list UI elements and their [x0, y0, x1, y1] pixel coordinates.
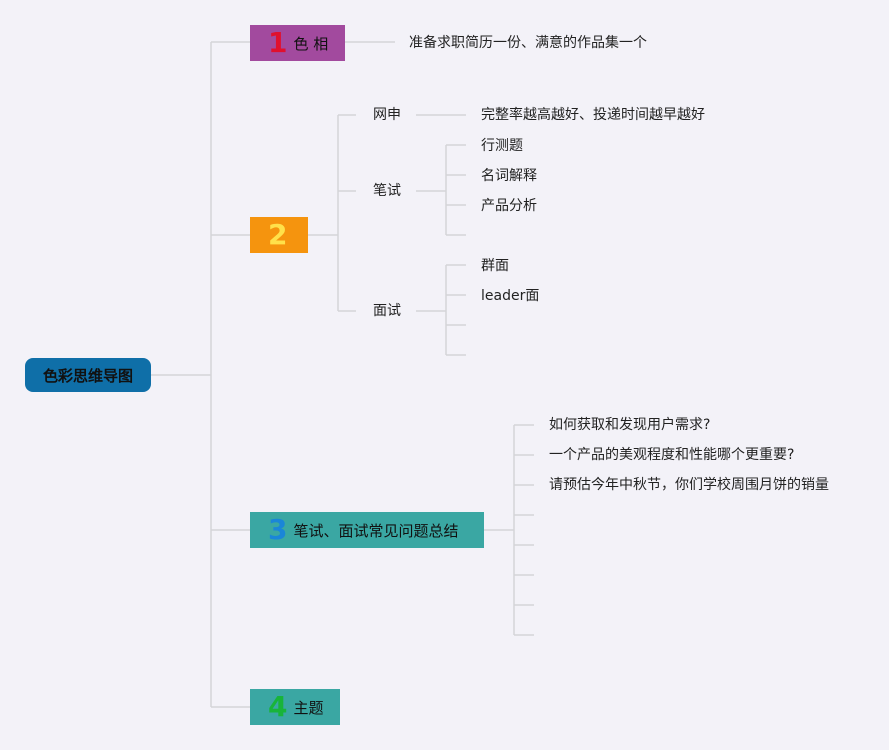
branch-3-item-1[interactable]: 如何获取和发现用户需求?: [549, 417, 711, 433]
branch-1-number: 1: [268, 26, 288, 59]
branch-3-node[interactable]: 3 笔试、面试常见问题总结: [250, 512, 484, 548]
root-node[interactable]: 色彩思维导图: [25, 358, 151, 392]
branch-1-node[interactable]: 1 色 相: [250, 25, 345, 61]
root-node-label: 色彩思维导图: [42, 366, 133, 385]
bishi-item-3[interactable]: 产品分析: [481, 198, 537, 214]
branch-3-label: 笔试、面试常见问题总结: [293, 521, 459, 540]
sub-node-bishi[interactable]: 笔试: [373, 183, 401, 199]
branch-4-number: 4: [268, 690, 288, 723]
branch-3-item-3[interactable]: 请预估今年中秋节，你们学校周围月饼的销量: [549, 477, 829, 493]
sub-node-mianshi[interactable]: 面试: [373, 303, 401, 319]
branch-4-node[interactable]: 4 主题: [250, 689, 340, 725]
wangshen-item-1[interactable]: 完整率越高越好、投递时间越早越好: [481, 107, 705, 123]
branch-1-item-1[interactable]: 准备求职简历一份、满意的作品集一个: [409, 35, 647, 51]
sub-node-wangshen[interactable]: 网申: [373, 107, 401, 123]
branch-2-number: 2: [268, 218, 288, 251]
branch-1-label: 色 相: [293, 34, 329, 53]
branch-3-item-2[interactable]: 一个产品的美观程度和性能哪个更重要?: [549, 447, 795, 463]
branch-4-label: 主题: [293, 698, 324, 717]
branch-2-node[interactable]: 2: [250, 217, 308, 253]
bishi-item-2[interactable]: 名词解释: [481, 168, 537, 184]
mianshi-item-1[interactable]: 群面: [481, 258, 509, 274]
branch-3-number: 3: [268, 513, 288, 546]
mianshi-item-2[interactable]: leader面: [481, 288, 540, 304]
bishi-item-1[interactable]: 行测题: [481, 138, 523, 154]
